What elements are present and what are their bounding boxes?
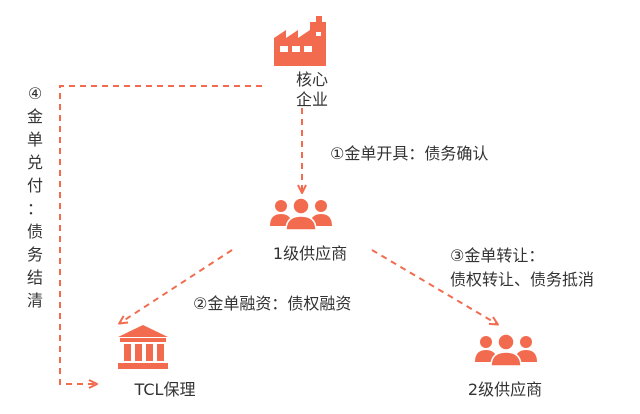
edge-issue-label: ①金单开具：债务确认	[330, 144, 489, 163]
edge-settlement-char: 金	[26, 107, 43, 126]
edge-settlement-char: 清	[26, 291, 43, 310]
edge-transfer-label-line2: 债权转让、债务抵消	[450, 270, 595, 289]
edge-settlement-char: 兑	[26, 153, 43, 172]
edge-settlement-char: 债	[26, 222, 43, 241]
edge-transfer-line	[371, 249, 497, 324]
supplier-level2-label: 2级供应商	[467, 380, 543, 399]
bank-building-icon	[118, 325, 168, 369]
people-group-icon	[270, 197, 332, 230]
edge-settlement-char: 结	[26, 268, 43, 287]
edge-financing-line	[120, 249, 233, 323]
edge-settlement-char: 单	[26, 130, 43, 149]
edge-settlement-char: 付	[26, 176, 43, 195]
edge-settlement-char: ④	[27, 84, 43, 103]
edge-settlement-char: 务	[26, 245, 43, 264]
edge-financing-label: ②金单融资：债权融资	[193, 294, 352, 313]
people-group-icon	[475, 333, 537, 366]
factory-icon	[274, 16, 326, 66]
core-enterprise-label-line1: 核心	[295, 70, 328, 89]
tcl-factoring-label: TCL保理	[134, 380, 196, 399]
supplier-level1-label: 1级供应商	[272, 244, 348, 263]
edge-settlement-char: ：	[26, 199, 43, 218]
edge-settlement-line	[59, 85, 262, 384]
edge-transfer-label-line1: ③金单转让：	[450, 246, 545, 265]
core-enterprise-label-line2: 企业	[295, 90, 328, 109]
